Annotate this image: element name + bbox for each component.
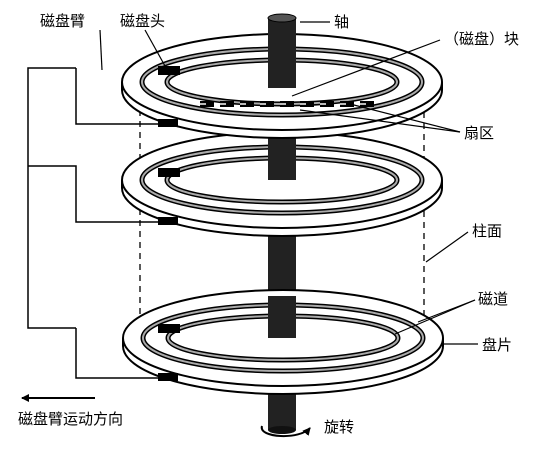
spindle-top: [268, 18, 296, 88]
label-cylinder: 柱面: [472, 222, 502, 240]
label-arm: 磁盘臂: [40, 12, 85, 30]
arm-assembly: [27, 67, 158, 379]
head-top-under: [158, 119, 178, 127]
label-platter: 盘片: [482, 336, 512, 354]
label-head: 磁盘头: [120, 12, 165, 30]
head-top: [158, 66, 180, 75]
label-track: 磁道: [478, 290, 508, 308]
spindle-through-bottom: [268, 296, 296, 338]
label-arm-direction: 磁盘臂运动方向: [18, 410, 123, 428]
leader-lines: [99, 21, 478, 345]
head-bottom-under: [158, 373, 178, 381]
label-spindle: 轴: [334, 13, 349, 31]
label-rotation: 旋转: [324, 418, 354, 436]
head-middle-under: [158, 217, 178, 225]
spindle-bottom-cap: [268, 426, 296, 434]
rotation-arrow: [260, 425, 311, 438]
head-bottom: [158, 324, 180, 333]
label-block: （磁盘）块: [444, 30, 519, 48]
head-middle: [158, 168, 180, 177]
label-sector: 扇区: [464, 124, 494, 142]
spindle-top-cap: [267, 13, 297, 23]
